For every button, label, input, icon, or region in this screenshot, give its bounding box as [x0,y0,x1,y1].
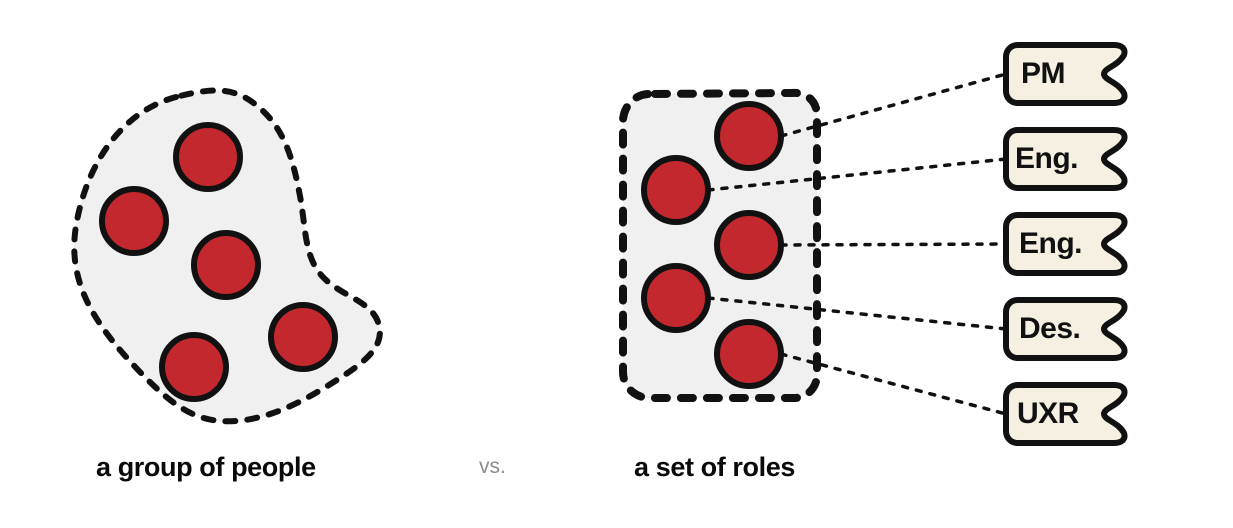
role-tag-des[interactable]: Des. [1003,297,1128,361]
person-circle [641,155,711,225]
role-tag-list: PM Eng. Eng. Des. UXR [1003,42,1128,446]
person-circle [714,210,784,280]
person-circle [191,230,261,300]
people-circles [99,122,338,402]
left-group-people [71,87,383,425]
role-tag-shape [1003,127,1128,191]
right-group-caption: a set of roles [634,452,795,482]
role-tag-shape [1003,42,1128,106]
role-tag-label: UXR [1017,397,1080,430]
person-circle [159,332,229,402]
connector-line [779,242,1008,247]
role-tag-label: PM [1021,57,1065,90]
role-tag-label: Eng. [1015,142,1078,175]
left-group-caption: a group of people [96,452,316,482]
role-tag-eng-2[interactable]: Eng. [1003,212,1128,276]
role-tag-shape [1003,212,1128,276]
role-tag-pm[interactable]: PM [1003,42,1128,106]
person-circle [173,122,243,192]
person-circle [714,319,784,389]
connector-line [779,352,1008,416]
person-circle [99,186,169,256]
role-tag-label: Des. [1019,312,1080,345]
vs-separator-label: vs. [479,455,506,478]
person-circle [641,263,711,333]
role-tag-shape [1003,297,1128,361]
person-circle [268,302,338,372]
person-circle [714,101,784,171]
role-connectors [706,72,1008,416]
role-tag-shape [1003,382,1128,446]
role-tag-eng-1[interactable]: Eng. [1003,127,1128,191]
role-tag-label: Eng. [1019,227,1082,260]
right-group-roles [619,88,822,402]
role-tag-uxr[interactable]: UXR [1003,382,1128,446]
connector-line [779,72,1008,138]
